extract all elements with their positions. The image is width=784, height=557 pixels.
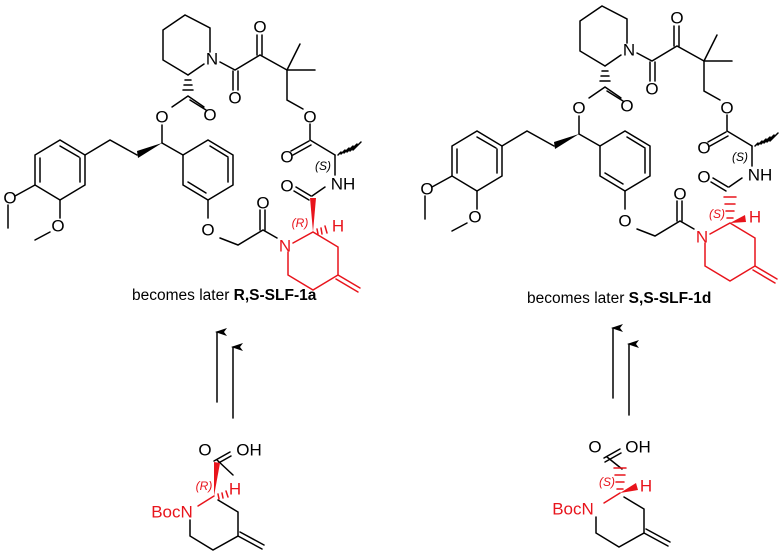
svg-text:BocN: BocN <box>151 503 193 522</box>
svg-text:O: O <box>253 18 266 37</box>
svg-text:(S): (S) <box>732 150 748 164</box>
svg-text:N: N <box>696 228 708 247</box>
svg-text:(R): (R) <box>292 216 309 230</box>
svg-text:N: N <box>623 41 635 60</box>
svg-text:O: O <box>720 99 733 118</box>
svg-text:O: O <box>256 194 269 213</box>
svg-text:H: H <box>749 208 761 227</box>
svg-text:(R): (R) <box>196 479 213 493</box>
caption-right: becomes later S,S-SLF-1d <box>527 290 711 308</box>
red-pipecolate-right: N H (S) <box>696 196 778 284</box>
svg-text:O: O <box>670 9 683 28</box>
svg-text:H: H <box>640 477 652 496</box>
red-pipecolate-left: N H (R) <box>279 198 361 293</box>
svg-text:N: N <box>206 50 218 69</box>
svg-text:O: O <box>51 217 64 236</box>
svg-text:O: O <box>3 189 16 208</box>
svg-text:O: O <box>645 80 658 99</box>
caption-left: becomes later R,S-SLF-1a <box>132 287 316 305</box>
caption-left-prefix: becomes later <box>132 287 230 304</box>
svg-text:O: O <box>201 221 214 240</box>
left-building-block: O OH H (R) BocN <box>151 441 265 551</box>
caption-right-prefix: becomes later <box>527 290 625 307</box>
svg-text:(S): (S) <box>599 475 615 489</box>
svg-text:O: O <box>280 148 293 167</box>
arrows-right <box>611 324 639 416</box>
svg-text:BocN: BocN <box>552 500 594 519</box>
svg-text:O: O <box>673 185 686 204</box>
right-macrocycle: N O O O O O O NH O O O O O (S) N H (S) <box>420 5 779 284</box>
left-macrocycle: N O O O O O O NH O O O O O (S) N H (R) <box>3 14 362 293</box>
svg-text:O: O <box>303 108 316 127</box>
svg-text:O: O <box>420 180 433 199</box>
svg-text:O: O <box>280 177 293 196</box>
svg-text:NH: NH <box>748 166 773 185</box>
svg-text:O: O <box>588 438 601 457</box>
caption-right-compound: S,S-SLF-1d <box>628 290 712 307</box>
svg-text:(S): (S) <box>315 159 331 173</box>
svg-text:O: O <box>620 97 633 116</box>
svg-text:O: O <box>468 208 481 227</box>
caption-left-compound: R,S-SLF-1a <box>233 287 317 304</box>
svg-text:N: N <box>279 237 291 256</box>
svg-text:O: O <box>572 99 585 118</box>
svg-text:H: H <box>332 217 344 236</box>
svg-text:NH: NH <box>331 175 356 194</box>
svg-text:O: O <box>155 108 168 127</box>
svg-text:H: H <box>229 480 241 499</box>
svg-text:O: O <box>697 139 710 158</box>
svg-text:O: O <box>198 441 211 460</box>
svg-text:O: O <box>228 89 241 108</box>
right-building-block: O OH H (S) BocN <box>552 438 671 548</box>
svg-text:OH: OH <box>625 438 651 457</box>
svg-text:(S): (S) <box>709 207 725 221</box>
svg-text:O: O <box>618 212 631 231</box>
svg-text:O: O <box>203 106 216 125</box>
arrows-left <box>215 328 243 419</box>
svg-text:OH: OH <box>236 441 262 460</box>
svg-text:O: O <box>697 168 710 187</box>
